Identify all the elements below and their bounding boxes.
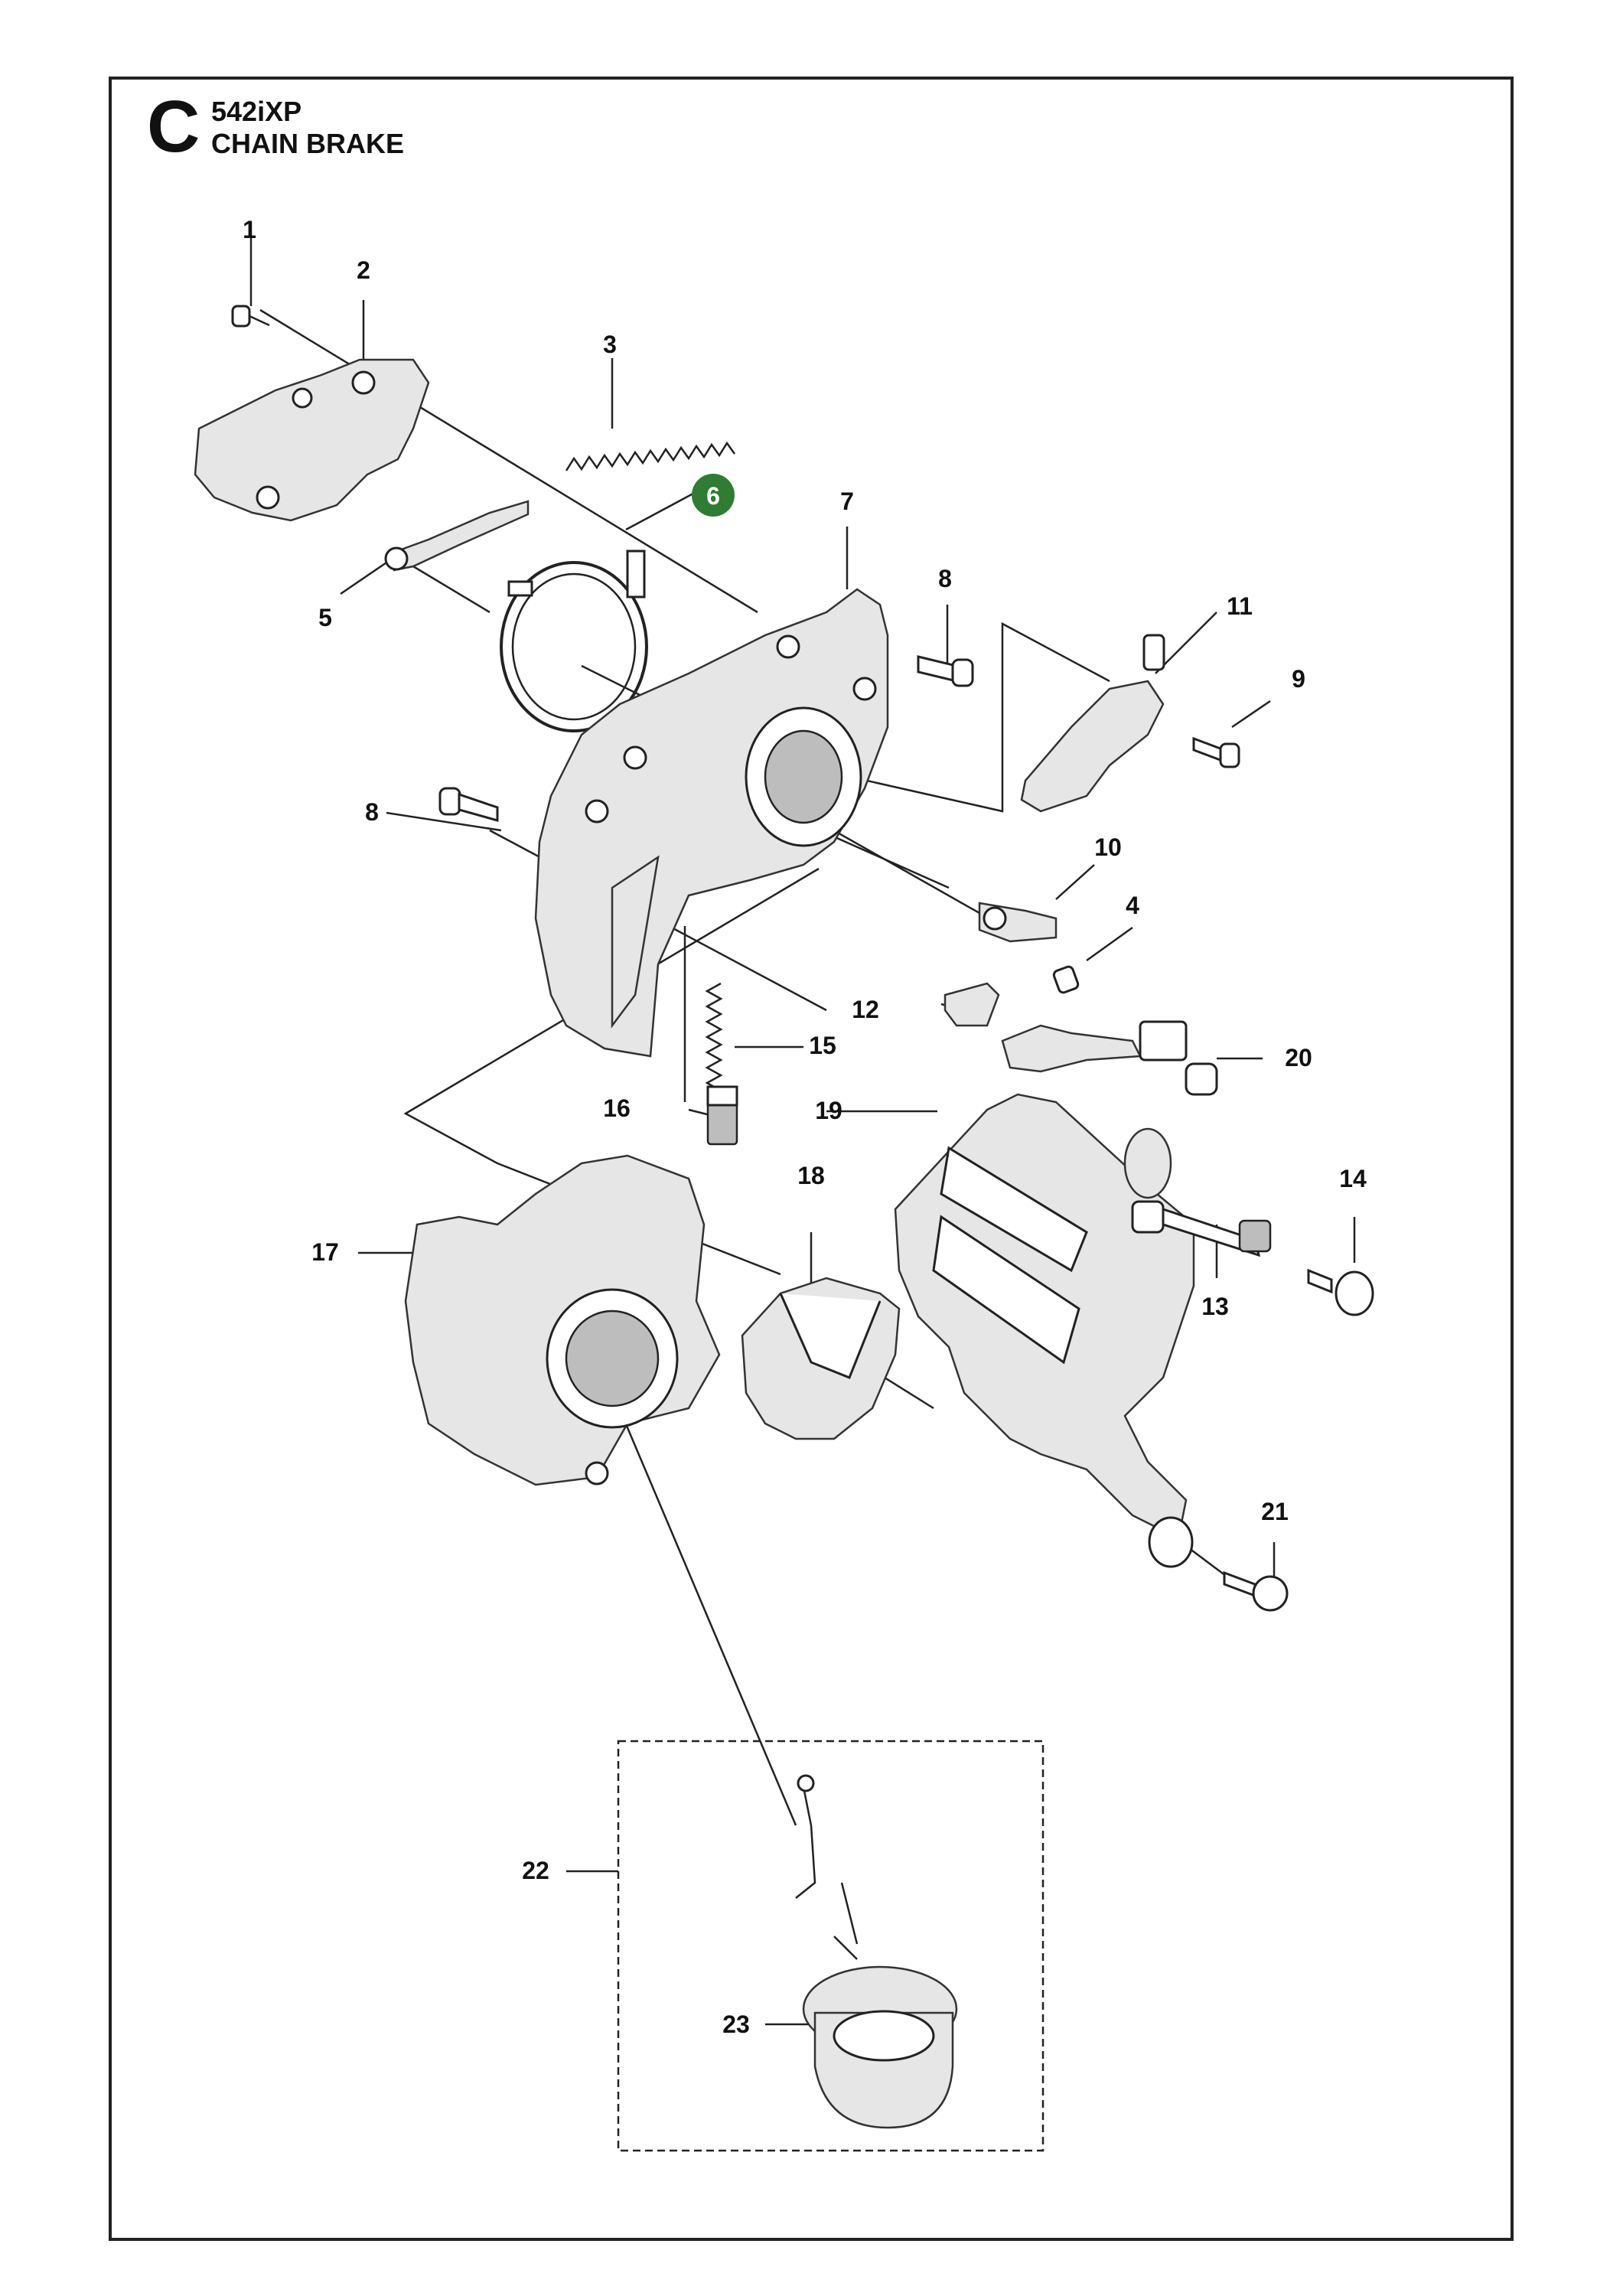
callout-20: 20 bbox=[1285, 1044, 1312, 1071]
callout-1: 1 bbox=[243, 216, 256, 243]
callout-10: 10 bbox=[1094, 833, 1122, 861]
part-22-assembly-box bbox=[617, 1740, 1045, 2152]
callout-9: 9 bbox=[1292, 665, 1305, 693]
part-19-hand-guard bbox=[894, 1093, 1195, 1568]
part-7-cover bbox=[534, 588, 889, 1058]
callout-3: 3 bbox=[603, 331, 617, 358]
part-23-fuel-cap bbox=[802, 1965, 958, 2129]
callout-17: 17 bbox=[311, 1238, 339, 1266]
part-6-brake-band bbox=[500, 550, 648, 732]
callout-19: 19 bbox=[815, 1097, 842, 1124]
section-letter: C bbox=[147, 86, 200, 168]
diagram-frame bbox=[109, 77, 1514, 2241]
callout-22: 22 bbox=[522, 1857, 549, 1884]
callout-21: 21 bbox=[1261, 1498, 1289, 1525]
callout-11: 11 bbox=[1227, 592, 1253, 620]
callout-7: 7 bbox=[840, 488, 854, 515]
part-1-screw bbox=[231, 305, 270, 328]
part-13-cable bbox=[1123, 1127, 1272, 1257]
model-name: 542iXP bbox=[211, 96, 302, 127]
part-3-spring bbox=[565, 441, 736, 471]
callout-15: 15 bbox=[809, 1032, 836, 1059]
part-21-screw bbox=[1223, 1570, 1289, 1612]
page-title: CHAIN BRAKE bbox=[211, 128, 404, 159]
callout-13: 13 bbox=[1201, 1293, 1229, 1320]
part-8-screw-upper bbox=[917, 655, 974, 687]
callout-14: 14 bbox=[1339, 1165, 1367, 1192]
part-9-screw bbox=[1192, 736, 1240, 768]
part-10-link bbox=[978, 902, 1058, 943]
part-18-cup bbox=[741, 1277, 901, 1440]
callout-6: 6 bbox=[706, 482, 720, 510]
leader-lines bbox=[249, 222, 1356, 2026]
part-17-housing bbox=[404, 1154, 721, 1486]
highlight-callout-6: 6 bbox=[692, 474, 735, 517]
part-20-switch bbox=[1001, 1020, 1218, 1096]
part-16-pin bbox=[706, 1085, 738, 1146]
callout-8-upper: 8 bbox=[938, 565, 952, 592]
callout-labels: 1 2 3 4 5 7 8 8 9 10 11 12 13 14 15 16 1… bbox=[243, 216, 1367, 2038]
callout-5: 5 bbox=[318, 604, 332, 631]
callout-4: 4 bbox=[1126, 892, 1139, 919]
part-2-bracket bbox=[194, 358, 430, 522]
part-4-washer bbox=[1052, 965, 1080, 994]
callout-2: 2 bbox=[357, 256, 370, 284]
part-12-pin bbox=[943, 982, 1000, 1027]
callout-12: 12 bbox=[852, 996, 879, 1023]
callout-18: 18 bbox=[797, 1162, 825, 1189]
part-14-plug bbox=[1307, 1268, 1374, 1316]
part-8-screw-left bbox=[438, 787, 499, 822]
part-15-spring bbox=[705, 982, 723, 1092]
part-5-lever bbox=[384, 500, 530, 572]
part-11-lever bbox=[1020, 634, 1165, 813]
callout-23: 23 bbox=[722, 2011, 750, 2038]
callout-16: 16 bbox=[603, 1094, 631, 1122]
callout-8-left: 8 bbox=[365, 798, 379, 826]
